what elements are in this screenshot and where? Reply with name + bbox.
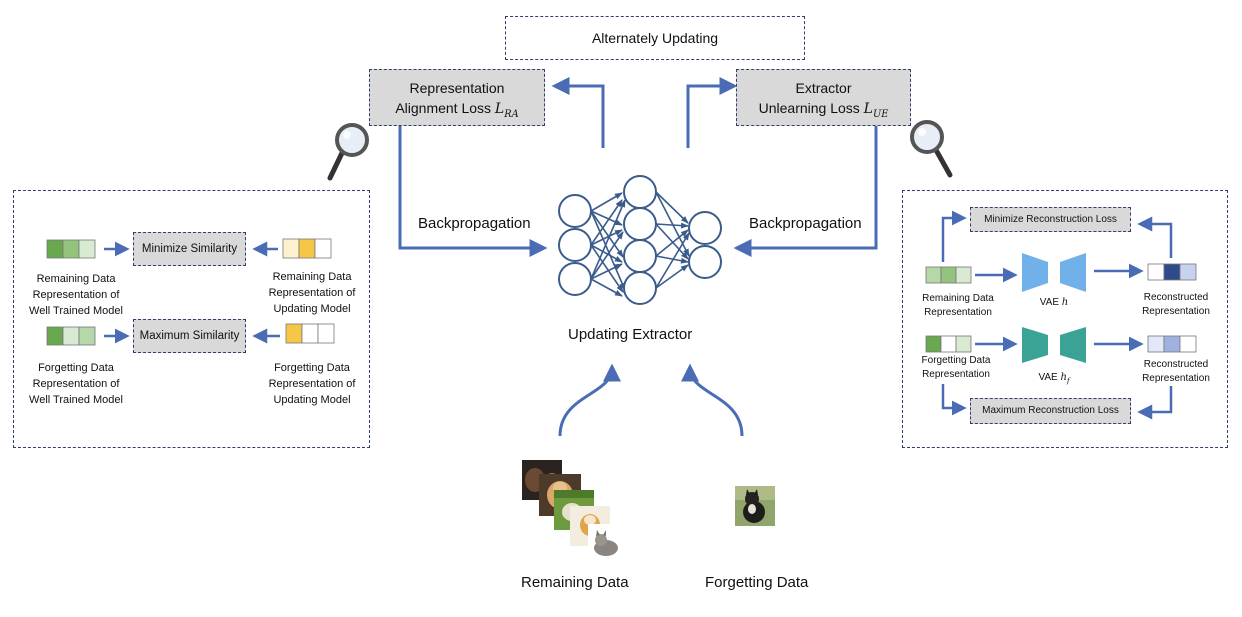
remaining-wtm-caption: Remaining Data Representation of Well Tr… — [29, 273, 123, 317]
left-similarity-panel — [13, 190, 370, 448]
magnifier-left-icon — [327, 123, 369, 181]
hidden-node — [623, 239, 657, 273]
input-node — [558, 228, 592, 262]
ra-loss-symbol: LRA — [494, 101, 519, 120]
arrow-recon-to-max-recon — [1137, 386, 1173, 420]
maximum-similarity-box: Maximum Similarity — [133, 319, 246, 353]
ra-loss-line2: Alignment Loss LRA — [395, 100, 519, 120]
input-node — [558, 194, 592, 228]
arrow-rem-to-min-recon — [941, 210, 967, 262]
cat-photo-remaining — [588, 524, 628, 562]
forgetting-data-label: Forgetting Data — [705, 574, 809, 591]
ra-loss-line1: Representation — [409, 80, 505, 96]
arrow-backprop-left — [398, 126, 548, 257]
forgetting-data-image — [735, 486, 775, 526]
rep-bar-reconstructed-1 — [1147, 263, 1197, 281]
rep-bar-forgetting-input — [925, 335, 972, 353]
rep-bar-remaining-input — [925, 266, 972, 284]
rep-bar-reconstructed-2 — [1147, 335, 1197, 353]
vae-hf-icon — [1022, 327, 1086, 363]
updating-extractor-label: Updating Extractor — [568, 326, 693, 343]
minimize-similarity-box: Minimize Similarity — [133, 232, 246, 266]
ra-loss-box: Representation Alignment Loss LRA — [369, 69, 545, 126]
minimize-reconstruction-box: Minimize Reconstruction Loss — [970, 207, 1131, 232]
output-node — [688, 211, 722, 245]
arrow-backprop-right — [733, 126, 878, 257]
forgetting-wtm-caption: Forgetting Data Representation of Well T… — [29, 362, 123, 406]
hidden-node — [623, 207, 657, 241]
input-node — [558, 262, 592, 296]
arrow-remaining-data-input — [558, 363, 621, 437]
arrow-forg-to-max-recon — [941, 384, 967, 416]
network-nodes — [558, 175, 722, 305]
network-connections — [590, 191, 690, 297]
arrow-to-ue-loss — [686, 77, 738, 148]
arrow-recon-to-min-recon — [1137, 216, 1173, 258]
backprop-left-label: Backpropagation — [418, 215, 531, 232]
forgetting-rep-caption: Forgetting Data Representation — [921, 355, 991, 380]
remaining-rep-caption: Remaining Data Representation — [922, 293, 994, 318]
remaining-upd-caption: Remaining Data Representation of Updatin… — [268, 271, 356, 315]
ue-loss-line2: Unlearning Loss LUE — [758, 100, 889, 120]
right-reconstruction-panel — [902, 190, 1228, 448]
hidden-node — [623, 271, 657, 305]
reconstructed-2-caption: Reconstructed Representation — [1142, 359, 1210, 384]
rep-bar-forgetting-well-trained — [46, 326, 96, 346]
remaining-data-images — [522, 460, 628, 562]
output-node — [688, 245, 722, 279]
vae-h-label: VAE h — [1039, 297, 1069, 308]
reconstructed-1-caption: Reconstructed Representation — [1142, 292, 1210, 317]
vae-h-icon — [1022, 253, 1086, 292]
backprop-right-label: Backpropagation — [749, 215, 862, 232]
ue-loss-line1: Extractor — [795, 80, 852, 96]
ue-loss-box: Extractor Unlearning Loss LUE — [736, 69, 911, 126]
remaining-data-label: Remaining Data — [521, 574, 629, 591]
alternately-updating-box: Alternately Updating — [505, 16, 805, 60]
forgetting-upd-caption: Forgetting Data Representation of Updati… — [268, 362, 356, 406]
rep-bar-remaining-well-trained — [46, 239, 96, 259]
arrow-forgetting-data-input — [681, 363, 744, 437]
rep-bar-remaining-updating — [282, 238, 332, 259]
neural-network — [558, 175, 722, 305]
rep-bar-forgetting-updating — [285, 323, 335, 344]
vae-hf-label: VAE hf — [1038, 372, 1070, 385]
arrow-to-ra-loss — [551, 77, 605, 148]
maximum-reconstruction-box: Maximum Reconstruction Loss — [970, 398, 1131, 424]
magnifier-right-icon — [910, 120, 953, 178]
hidden-node — [623, 175, 657, 209]
alternately-updating-label: Alternately Updating — [591, 30, 719, 46]
ue-loss-symbol: LUE — [863, 101, 889, 120]
